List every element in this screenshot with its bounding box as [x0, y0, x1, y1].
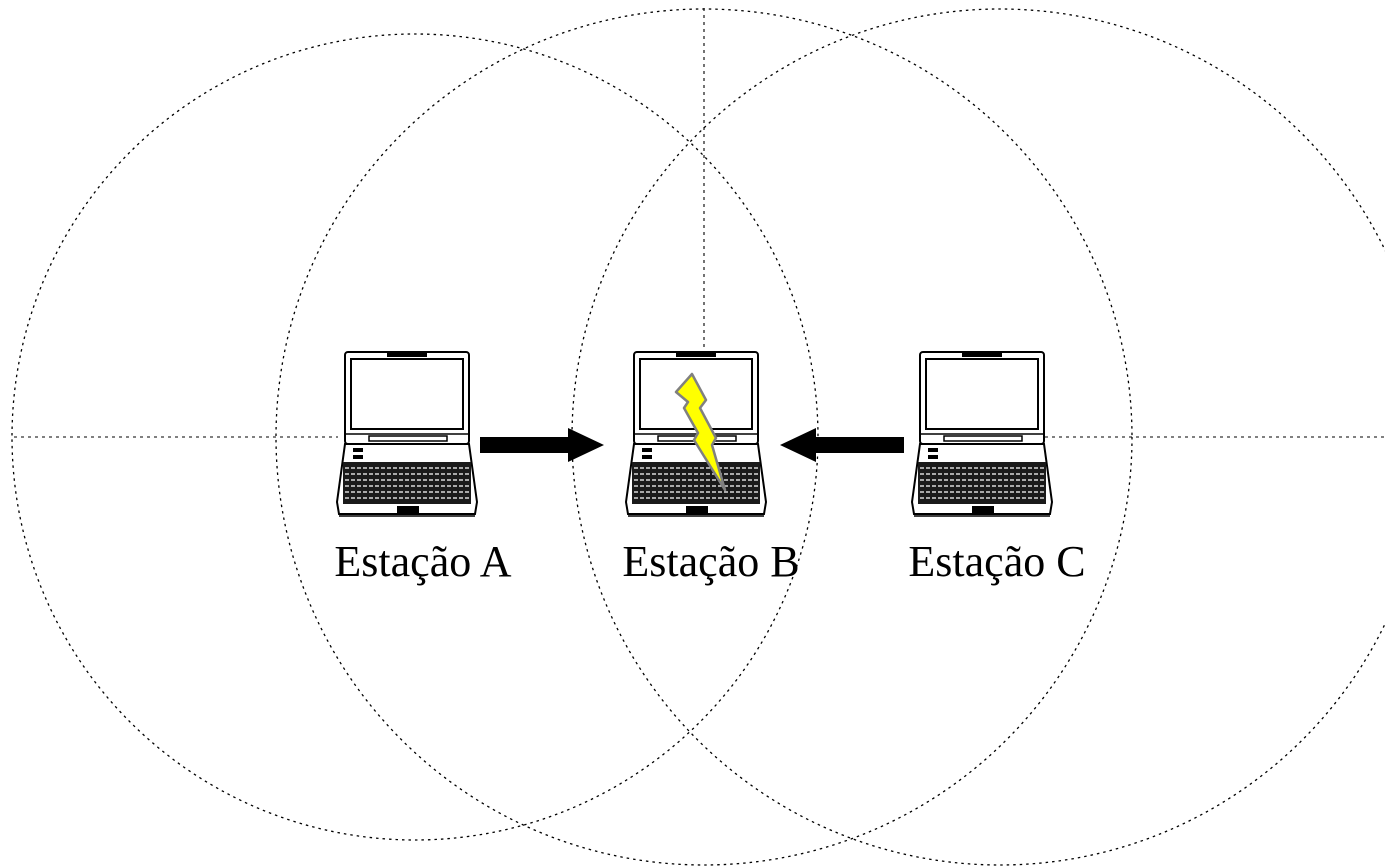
station-label-a: Estação A — [334, 537, 511, 586]
range-axes — [14, 8, 1385, 438]
station-a: Estação A — [334, 351, 512, 586]
laptop-icon — [336, 351, 478, 517]
station-b: Estação B — [622, 351, 800, 586]
station-label-b: Estação B — [622, 537, 799, 586]
arrow-c-to-b — [780, 428, 904, 462]
station-label-c: Estação C — [908, 537, 1085, 586]
range-circle-c — [571, 8, 1385, 866]
lightning-icon — [674, 372, 727, 492]
transmission-arrows — [480, 428, 904, 462]
station-c: Estação C — [908, 351, 1086, 586]
laptop-icon — [911, 351, 1053, 517]
arrow-a-to-b — [480, 428, 604, 462]
